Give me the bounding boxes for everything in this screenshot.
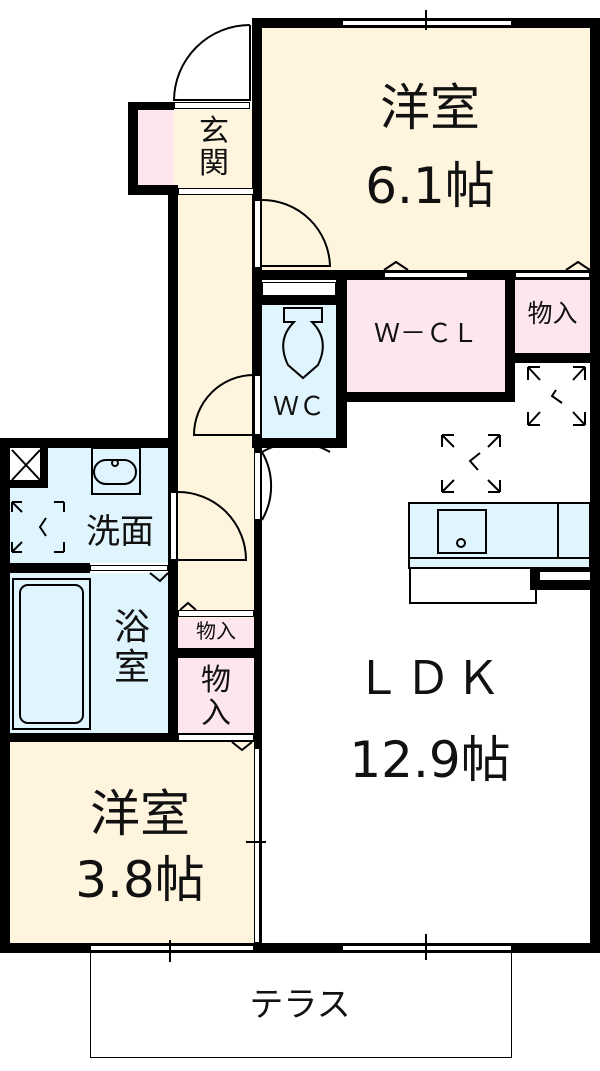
room-storage-1 <box>515 280 590 353</box>
window-entrance-top <box>174 102 250 109</box>
wall-wash-right <box>168 438 178 742</box>
door-entrance-arc <box>172 24 251 101</box>
wall-corridor-left <box>168 185 178 448</box>
wall-storage1-bottom <box>505 353 600 363</box>
room-wc <box>262 305 336 438</box>
wall-genkan-left <box>128 102 138 195</box>
room-terrace <box>90 953 512 1058</box>
window-entrance-bottom <box>178 188 254 195</box>
window-bottom-room-3-8 <box>90 945 254 951</box>
wall-wcl-bottom <box>336 392 515 402</box>
wall-wc-right <box>336 270 347 448</box>
opening-bath <box>90 565 168 571</box>
wall-genkan-top <box>128 102 174 110</box>
opening-storage2-top <box>178 610 254 617</box>
door-jamb-wc <box>254 375 261 435</box>
label-bathroom: 浴室 <box>113 607 150 688</box>
label-western-6-1-size: 6.1帖 <box>365 157 495 215</box>
label-wc: ＷＣ <box>272 392 325 422</box>
label-ldk-size: 12.9帖 <box>349 731 511 789</box>
wall-bottom <box>0 943 600 953</box>
wall-wcl-right <box>505 270 515 402</box>
wall-wash-left <box>0 438 10 953</box>
label-ldk-name: ＬＤＫ <box>355 651 505 705</box>
label-western-3-8-name: 洋室 <box>90 785 190 843</box>
door-ldk-arc <box>261 451 273 521</box>
label-terrace: テラス <box>249 985 351 1025</box>
wall-right <box>590 18 600 953</box>
label-storage-1: 物入 <box>527 299 578 328</box>
room-entrance <box>174 110 254 188</box>
label-walk-in-closet: Ｗ－ＣＬ <box>373 319 478 349</box>
wall-wc-top <box>252 296 346 305</box>
wall-wash-bath-divider <box>0 563 90 573</box>
door-room-6-1-arc <box>261 199 332 267</box>
wall-storage-divider <box>178 648 254 658</box>
wall-main-left-lower <box>254 448 262 943</box>
wall-wash-top <box>0 438 178 448</box>
kitchen-stub-window <box>540 572 590 580</box>
label-western-6-1-name: 洋室 <box>380 79 480 137</box>
door-wc-arc <box>192 374 255 436</box>
label-storage-3: 物入 <box>201 663 231 731</box>
entrance-storage <box>138 110 174 185</box>
wall-bath-bottom <box>0 733 254 742</box>
sliding-door-room-3-8 <box>254 748 260 943</box>
door-jamb-wash <box>170 492 177 560</box>
opening-storage1-top <box>515 272 590 278</box>
door-wash-arc <box>177 491 248 561</box>
window-wc-top <box>262 282 336 296</box>
room-storage-3 <box>178 658 254 734</box>
room-western-6-1 <box>262 28 590 270</box>
opening-wcl-top <box>384 272 468 278</box>
room-walk-in-closet <box>347 280 505 392</box>
room-storage-2 <box>178 618 254 648</box>
room-western-3-8 <box>10 742 254 943</box>
opening-storage3-bottom <box>178 734 254 741</box>
door-jamb-ldk <box>254 452 261 520</box>
wall-genkan-bottom <box>128 185 178 195</box>
label-western-3-8-size: 3.8帖 <box>75 851 205 909</box>
door-jamb-room-6-1 <box>254 200 261 268</box>
label-entrance: 玄関 <box>199 114 229 181</box>
label-storage-2: 物入 <box>196 619 236 643</box>
label-washroom: 洗面 <box>86 512 154 552</box>
